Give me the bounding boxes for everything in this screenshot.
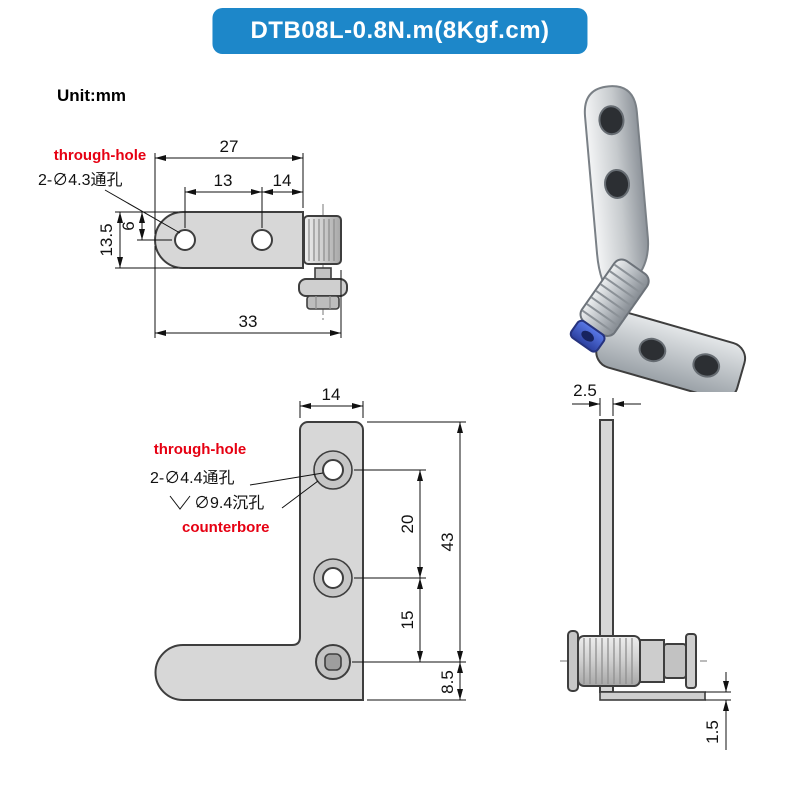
hinge-spring-cylinder — [569, 258, 650, 353]
leader-line-2 — [281, 480, 319, 509]
dim-plate-thickness-2-5: 2.5 — [572, 382, 641, 416]
dim-edge-to-hole: 6 — [115, 211, 178, 241]
nut-socket — [581, 330, 594, 342]
hinge-cylinder-side — [577, 635, 641, 687]
dim-overall-top: 27 — [154, 137, 304, 234]
foot-hole-1 — [638, 337, 667, 363]
cylinder-cap — [663, 643, 687, 679]
dim-foot-thickness-1-5: 1.5 — [703, 672, 731, 750]
arm-hole-1 — [598, 105, 625, 136]
dim-text-14: 14 — [322, 385, 341, 404]
through-hole-left — [174, 229, 196, 251]
dim-text-15: 15 — [398, 611, 417, 630]
dim-pivot-to-bottom-8-5: 8.5 — [367, 662, 466, 701]
dim-text-20: 20 — [398, 515, 417, 534]
unit-label: Unit:mm — [57, 86, 126, 105]
mounting-plate-top-view — [154, 211, 304, 269]
spring-coils — [581, 263, 647, 334]
hinge-cylinder-top-view — [303, 215, 342, 265]
dim-plate-width: 14 — [299, 385, 364, 418]
hinge-shaft — [314, 267, 332, 280]
flange-disk-left — [567, 630, 579, 692]
dim-hole-spacing-20: 20 — [354, 469, 426, 579]
front-view-drawing: 14 20 15 43 8.5 through-hole 2-∅4.4通孔 ∅9… — [150, 385, 466, 701]
cylinder-step — [639, 639, 665, 683]
dim-hole-to-end: 14 — [262, 171, 303, 195]
knurl-texture — [308, 219, 335, 261]
dim-text-33: 33 — [239, 312, 258, 331]
arm-hole-2 — [604, 168, 631, 199]
foot-hole-2 — [692, 353, 721, 378]
product-title-banner: DTB08L-0.8N.m(8Kgf.cm) — [212, 8, 588, 54]
through-hole-top — [322, 459, 344, 481]
dim-text-6: 6 — [119, 221, 138, 230]
dim-hole-to-pivot-15: 15 — [352, 578, 466, 663]
nut — [306, 295, 340, 310]
dim-text-2-5: 2.5 — [573, 382, 597, 400]
flange-disk-right — [685, 633, 697, 689]
dim-height-43: 43 — [367, 421, 466, 662]
through-hole-right — [251, 229, 273, 251]
top-view-drawing: 27 13 14 6 13.5 33 through-hole 2-∅4.3通孔 — [38, 137, 348, 338]
leader-line — [104, 189, 181, 234]
pivot-square-drive — [324, 653, 342, 671]
dim-text-13-5: 13.5 — [97, 223, 116, 256]
leader-line-1 — [249, 472, 324, 486]
through-hole-label: through-hole — [54, 147, 146, 164]
through-hole-spec: 2-∅4.3通孔 — [38, 171, 122, 189]
knurl-texture — [583, 638, 633, 684]
counterbore-spec: ∅9.4沉孔 — [194, 494, 264, 512]
dim-text-43: 43 — [438, 533, 457, 552]
through-hole-mid — [322, 567, 344, 589]
countersink-symbol — [169, 495, 191, 510]
dim-text-8-5: 8.5 — [438, 670, 457, 694]
dim-text-1-5: 1.5 — [703, 720, 722, 744]
nut-facets — [315, 296, 331, 309]
through-hole-spec: 2-∅4.4通孔 — [150, 469, 234, 487]
product-photo — [569, 85, 747, 392]
dim-overall-length: 33 — [154, 246, 342, 338]
hinge-body-front-view — [154, 421, 364, 701]
side-view-drawing: 2.5 1.5 — [560, 382, 731, 750]
through-hole-label: through-hole — [154, 441, 246, 458]
hinge-arm — [583, 85, 650, 301]
hinge-foot — [595, 310, 747, 392]
counterbore-label: counterbore — [182, 519, 270, 536]
washer — [298, 278, 348, 297]
dim-text-13: 13 — [214, 171, 233, 190]
dim-text-27: 27 — [220, 137, 239, 156]
dim-plate-depth: 13.5 — [97, 212, 178, 269]
foot-side-view — [599, 691, 706, 701]
dim-text-14: 14 — [273, 171, 292, 190]
